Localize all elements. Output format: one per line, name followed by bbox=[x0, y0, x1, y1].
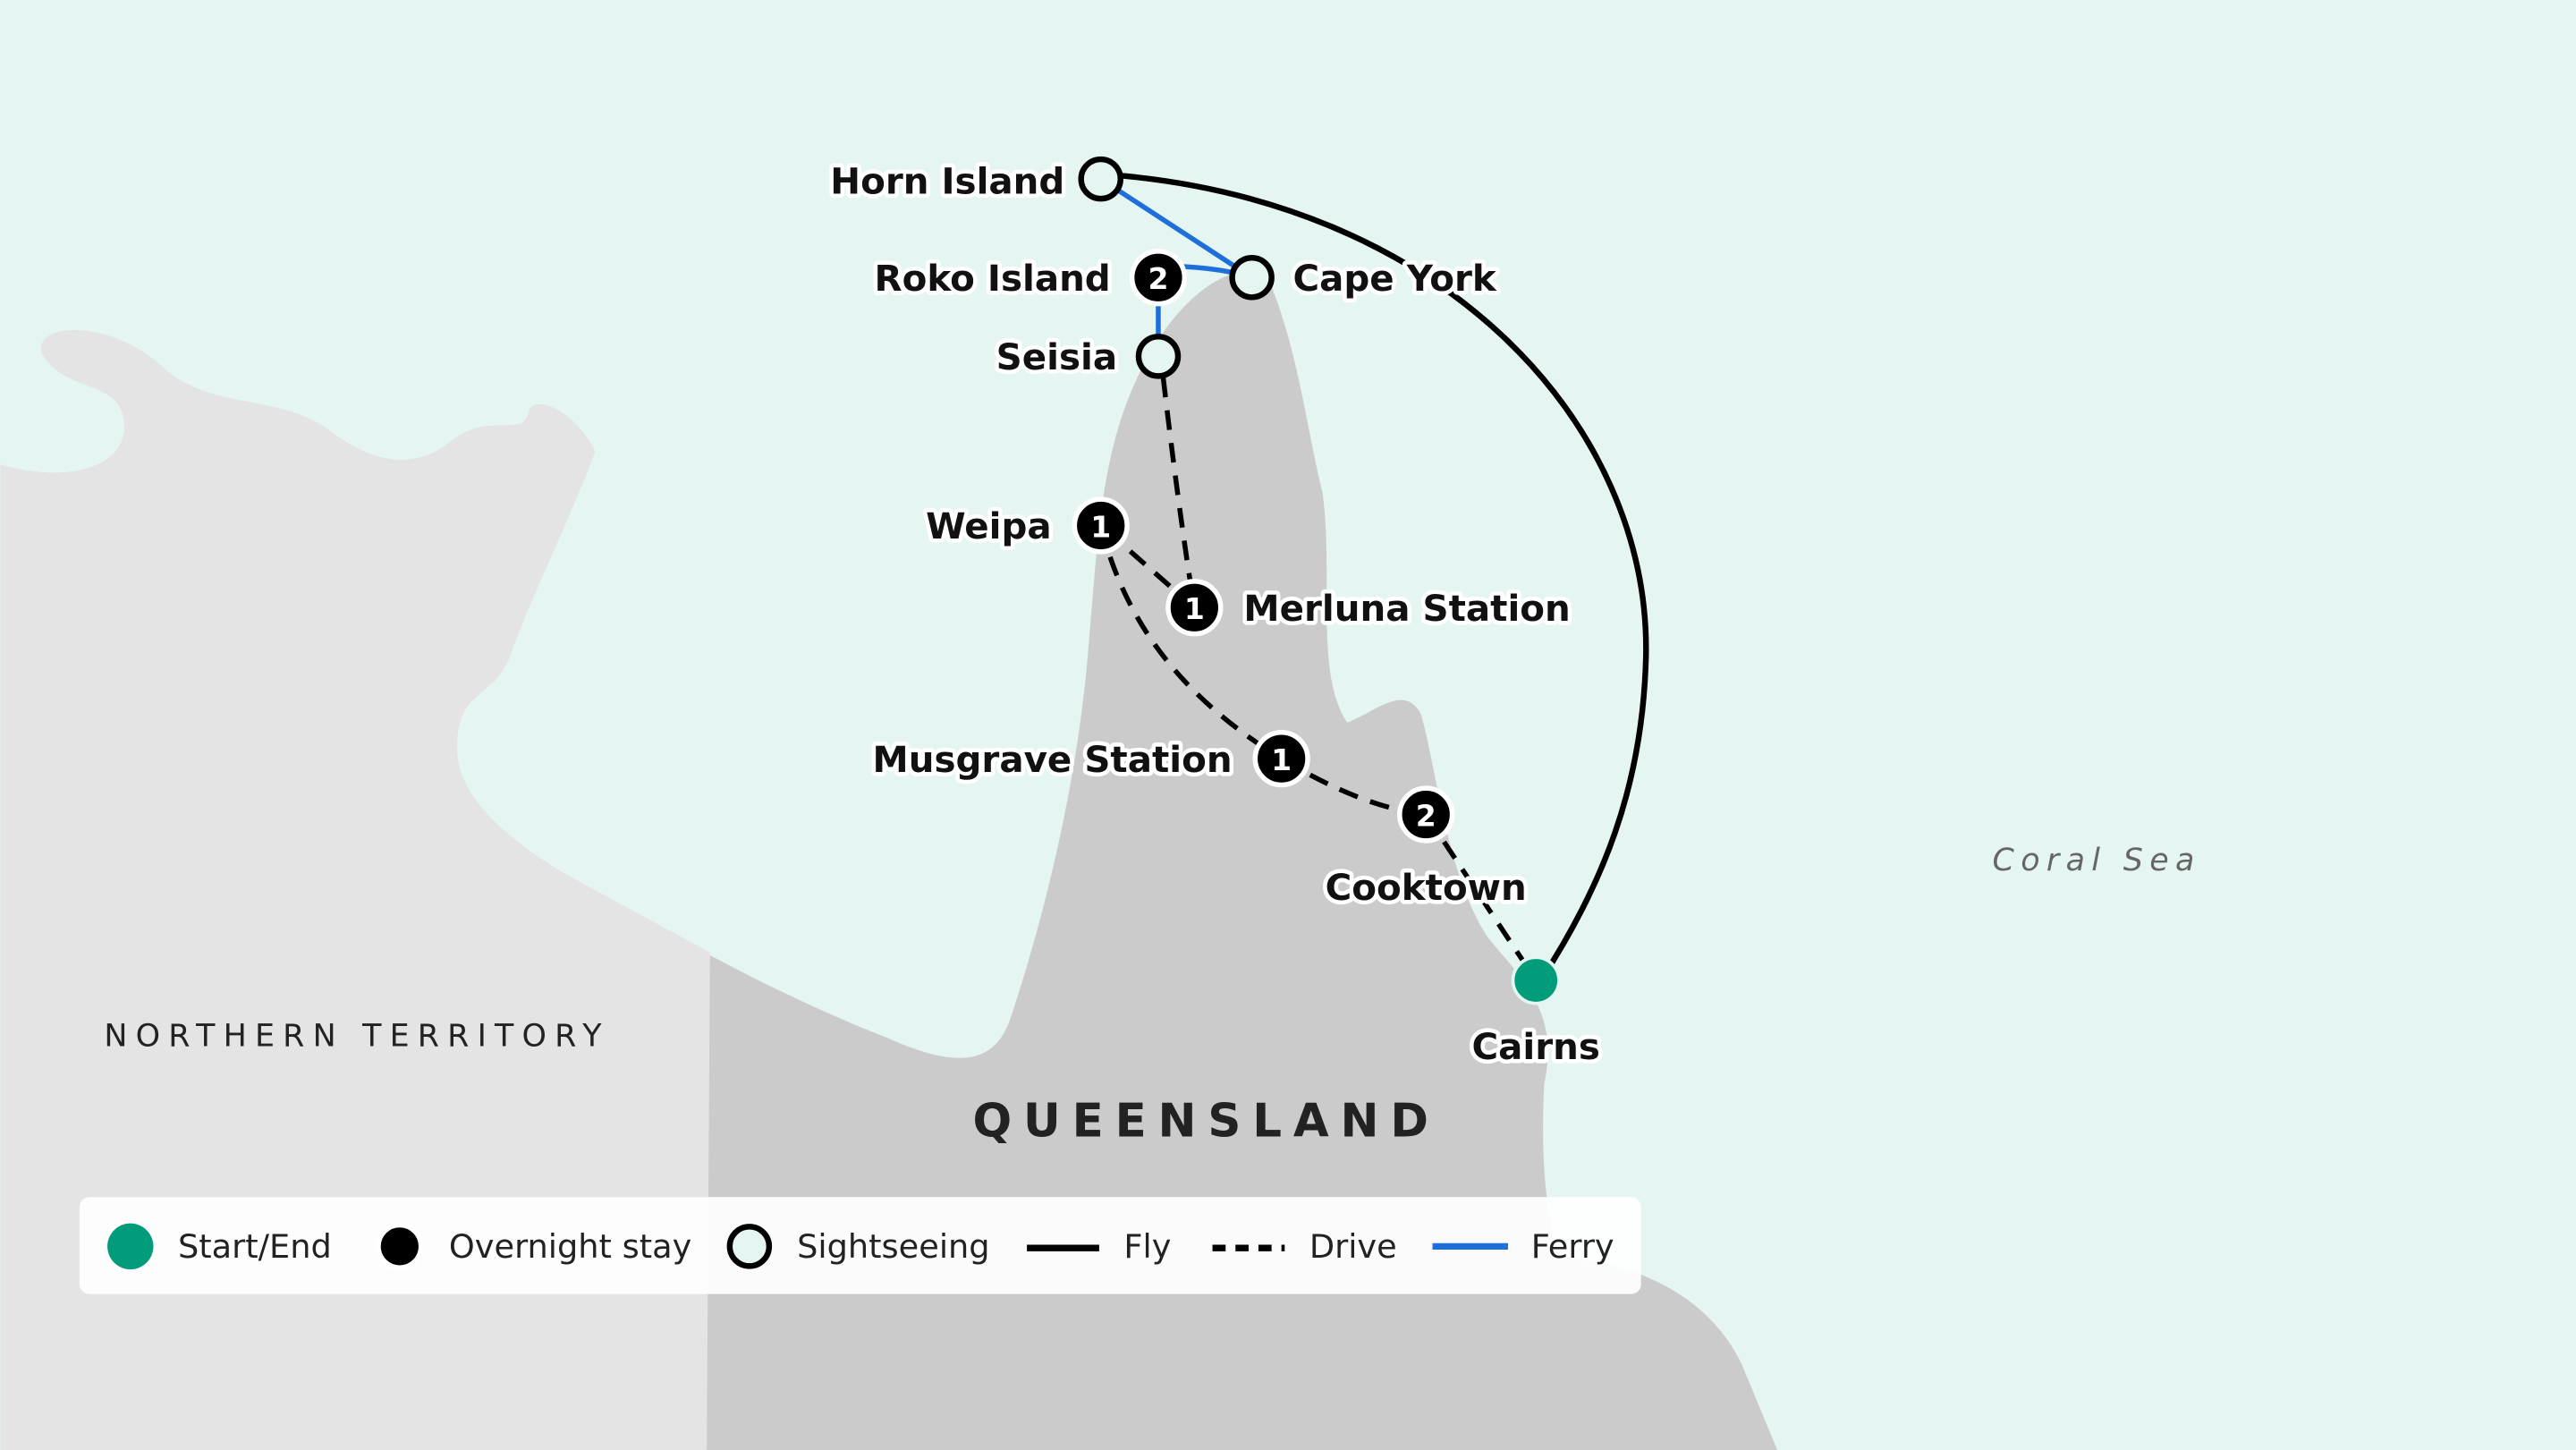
legend-drive-label: Drive bbox=[1309, 1227, 1397, 1266]
sea-label-coral-sea: Coral Sea bbox=[1993, 843, 2201, 878]
start-end-marker-cairns[interactable] bbox=[1511, 955, 1561, 1005]
overnight-marker-roko-island[interactable]: 2 bbox=[1129, 249, 1188, 307]
legend-sightseeing-label: Sightseeing bbox=[797, 1227, 989, 1266]
stop-label-horn-island: Horn Island bbox=[830, 161, 1064, 203]
legend-ferry-label: Ferry bbox=[1531, 1227, 1614, 1266]
stop-label-merluna-station: Merluna Station bbox=[1243, 588, 1570, 630]
land-northern-territory bbox=[0, 330, 710, 1450]
legend: Start/End Overnight stay Sightseeing Fly… bbox=[79, 1197, 1641, 1294]
sightseeing-marker-horn-island[interactable] bbox=[1078, 156, 1123, 202]
overnight-marker-merluna-station[interactable]: 1 bbox=[1165, 579, 1224, 637]
stop-label-cairns: Cairns bbox=[1472, 1026, 1600, 1068]
drive-route-cooktown-cairns bbox=[1423, 813, 1538, 982]
nights-count: 1 bbox=[1271, 742, 1292, 777]
region-label-queensland: QUEENSLAND bbox=[973, 1094, 1440, 1148]
stop-label-cooktown: Cooktown bbox=[1326, 867, 1527, 909]
overnight-marker-musgrave-station[interactable]: 1 bbox=[1252, 730, 1310, 788]
stop-label-seisia: Seisia bbox=[996, 336, 1117, 378]
region-label-northern-territory: NORTHERN TERRITORY bbox=[104, 1018, 609, 1054]
fly-route-horn-island-cairns bbox=[1100, 171, 1649, 982]
legend-start-end-label: Start/End bbox=[178, 1227, 332, 1266]
legend-sightseeing-icon bbox=[726, 1224, 773, 1269]
drive-route-weipa-musgrave bbox=[1098, 524, 1284, 761]
stop-label-weipa: Weipa bbox=[926, 505, 1051, 547]
nights-count: 2 bbox=[1148, 261, 1168, 296]
stop-label-roko-island: Roko Island bbox=[875, 258, 1111, 300]
nights-count: 2 bbox=[1416, 798, 1436, 833]
legend-start-end-icon bbox=[107, 1223, 154, 1270]
legend-overnight-label: Overnight stay bbox=[449, 1227, 691, 1266]
overnight-marker-weipa[interactable]: 1 bbox=[1072, 496, 1130, 555]
sightseeing-marker-cape-york[interactable] bbox=[1229, 255, 1275, 301]
overnight-marker-cooktown[interactable]: 2 bbox=[1397, 785, 1455, 844]
ferry-route-horn-cape-york bbox=[1099, 176, 1254, 280]
nights-count: 1 bbox=[1090, 509, 1111, 544]
sightseeing-marker-seisia[interactable] bbox=[1135, 334, 1182, 379]
stop-label-cape-york: Cape York bbox=[1293, 258, 1497, 300]
stop-label-musgrave-station: Musgrave Station bbox=[873, 739, 1233, 781]
nights-count: 1 bbox=[1184, 591, 1205, 626]
legend-fly-label: Fly bbox=[1123, 1227, 1171, 1266]
legend-overnight-icon bbox=[376, 1222, 424, 1270]
